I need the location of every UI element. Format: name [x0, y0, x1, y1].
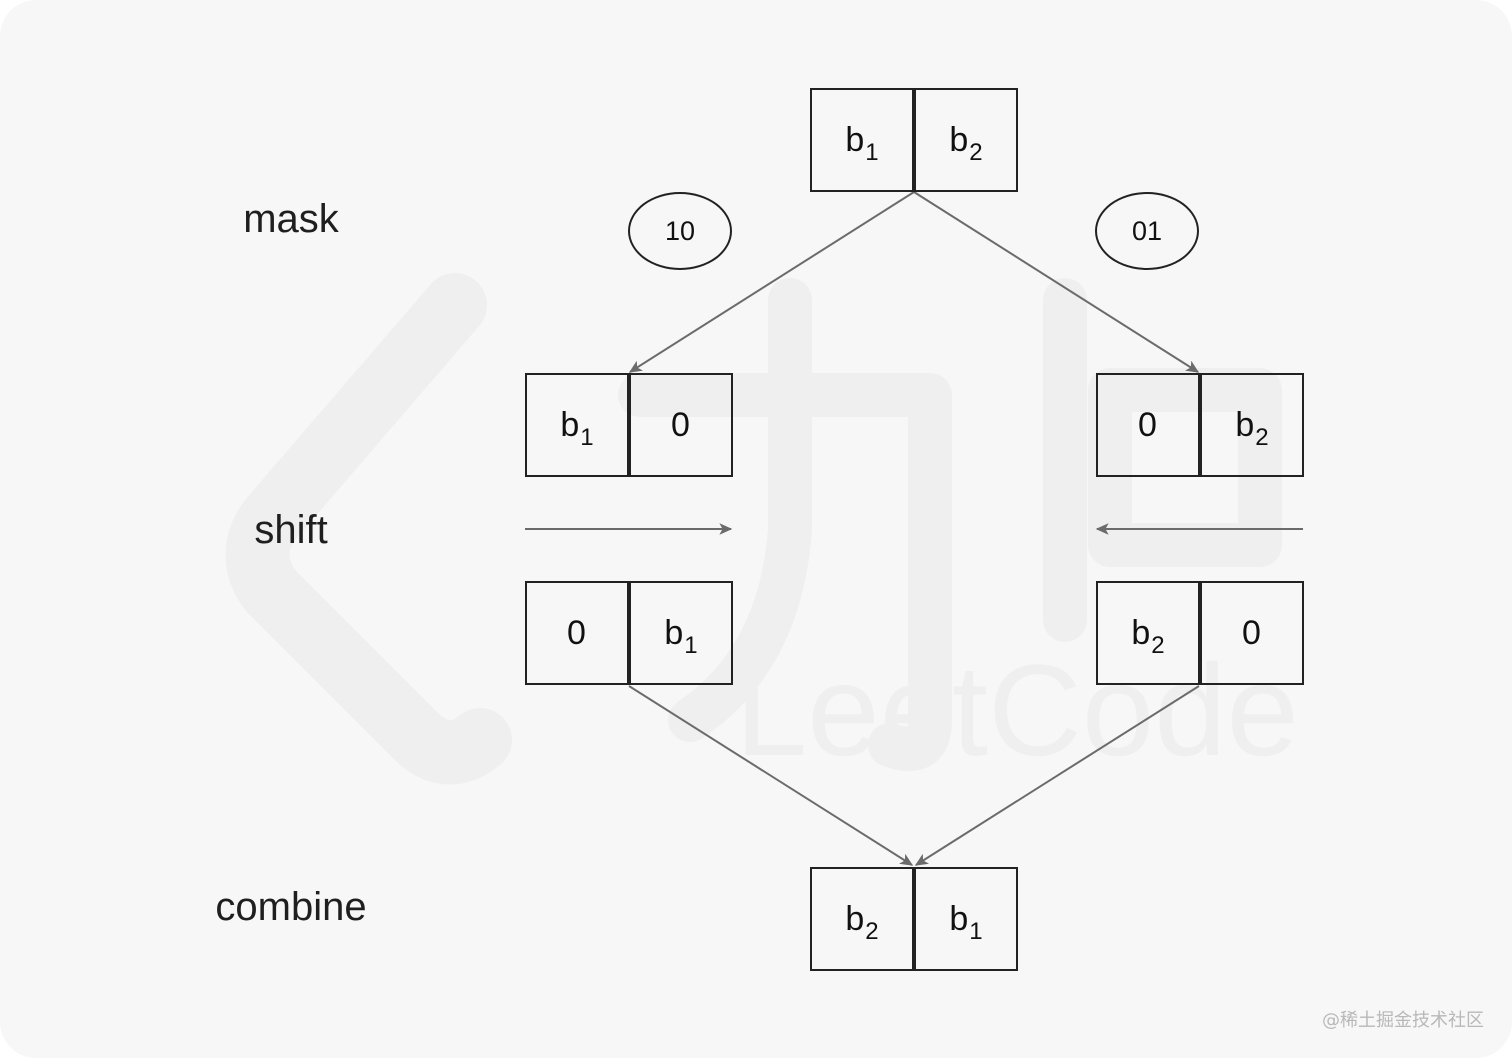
- shifted-right-cell-low: 0: [1200, 581, 1304, 685]
- stage-label-shift: shift: [254, 508, 328, 552]
- result-cell-high: b2: [810, 867, 914, 971]
- masked-right-cell-low: b2: [1200, 373, 1304, 477]
- watermark-glyph-li: [618, 278, 952, 771]
- mask-value-right: 01: [1095, 192, 1199, 270]
- masked-left-cell-high: b1: [525, 373, 629, 477]
- shifted-right-cell-high: b2: [1096, 581, 1200, 685]
- leetcode-logo-icon: [225, 273, 512, 785]
- stage-label-mask: mask: [243, 197, 339, 241]
- stage-label-combine: combine: [215, 885, 367, 929]
- watermark-logo-text: LeetCode: [735, 637, 1299, 783]
- arrow-top-to-mask-right: [913, 191, 1200, 373]
- watermark-glyph-kou: [1043, 278, 1282, 642]
- input-cell-low: b2: [914, 88, 1018, 192]
- arrow-shift-right-to-result: [914, 685, 1200, 866]
- shifted-left-cell-high: 0: [525, 581, 629, 685]
- masked-left-cell-low: 0: [629, 373, 733, 477]
- input-cell-high: b1: [810, 88, 914, 192]
- mask-value-left: 10: [628, 192, 732, 270]
- masked-right-cell-high: 0: [1096, 373, 1200, 477]
- arrow-shift-left-to-result: [628, 685, 914, 866]
- arrow-top-to-mask-left: [628, 191, 915, 373]
- source-credit: @稀土掘金技术社区: [1322, 1010, 1484, 1031]
- result-cell-low: b1: [914, 867, 1018, 971]
- shifted-left-cell-low: b1: [629, 581, 733, 685]
